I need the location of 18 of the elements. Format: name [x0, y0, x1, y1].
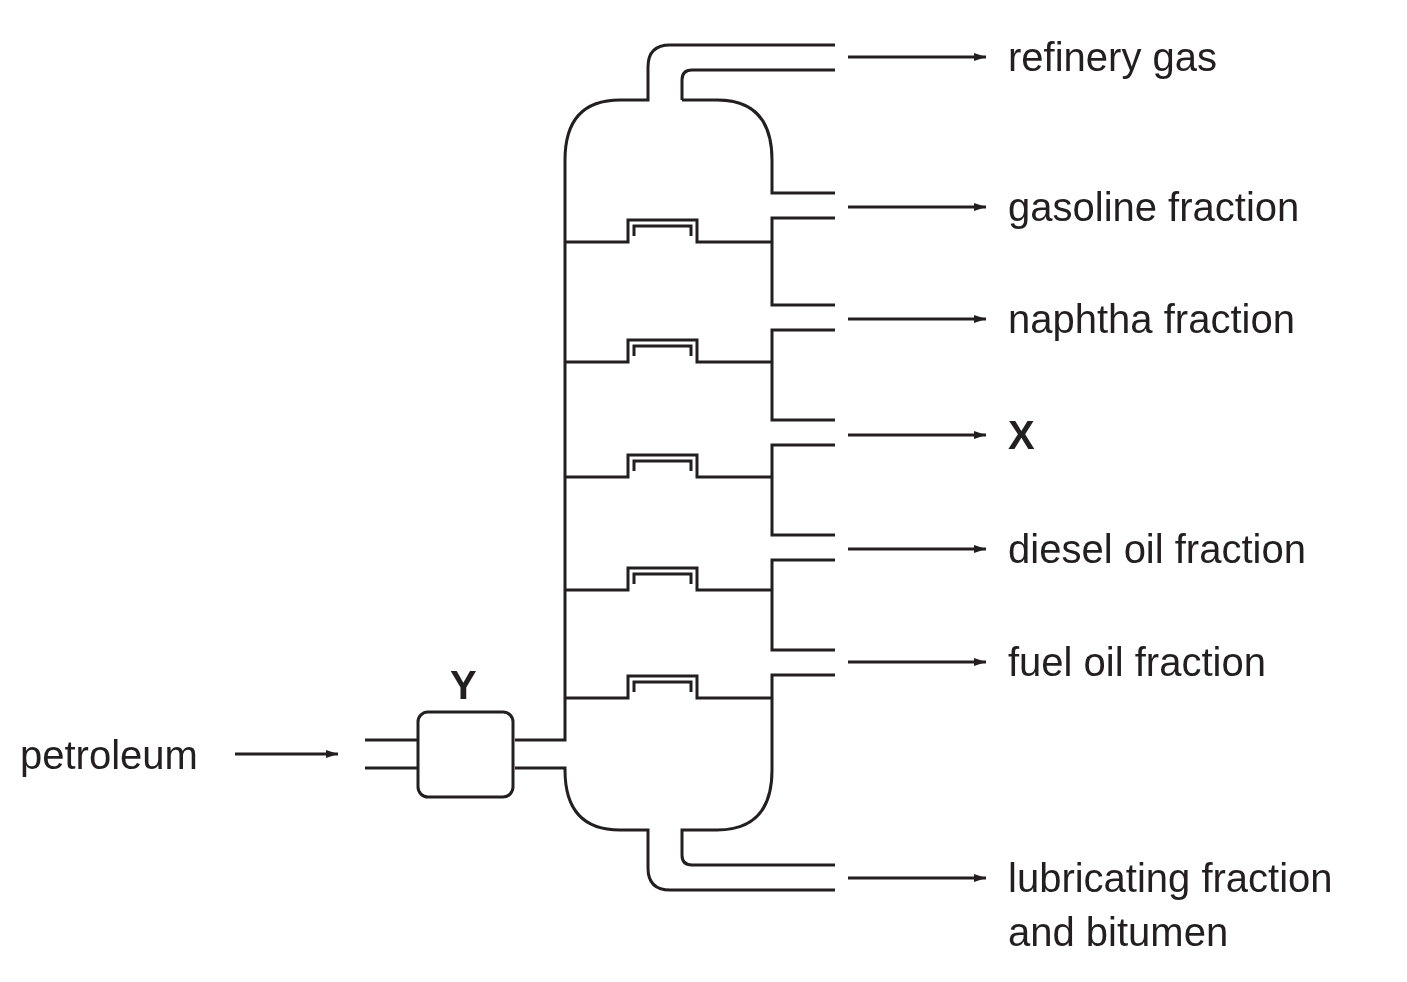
arrow [848, 658, 986, 666]
fraction-label: naphtha fraction [1008, 296, 1295, 343]
arrow [848, 53, 986, 61]
arrow [848, 315, 986, 323]
arrow [235, 750, 338, 758]
feed-label: petroleum [20, 732, 198, 779]
arrow [848, 545, 986, 553]
pipe [513, 738, 562, 770]
fraction-label: refinery gas [1008, 34, 1217, 81]
arrow [848, 874, 986, 882]
letter-label: Y [450, 662, 477, 709]
fraction-label: diesel oil fraction [1008, 526, 1306, 573]
fraction-label: lubricating fraction and bitumen [1008, 855, 1334, 956]
fraction-label: X [1008, 412, 1035, 459]
arrow [848, 203, 986, 211]
arrow [848, 431, 986, 439]
fraction-label: gasoline fraction [1008, 184, 1300, 231]
fraction-label: fuel oil fraction [1008, 639, 1266, 686]
